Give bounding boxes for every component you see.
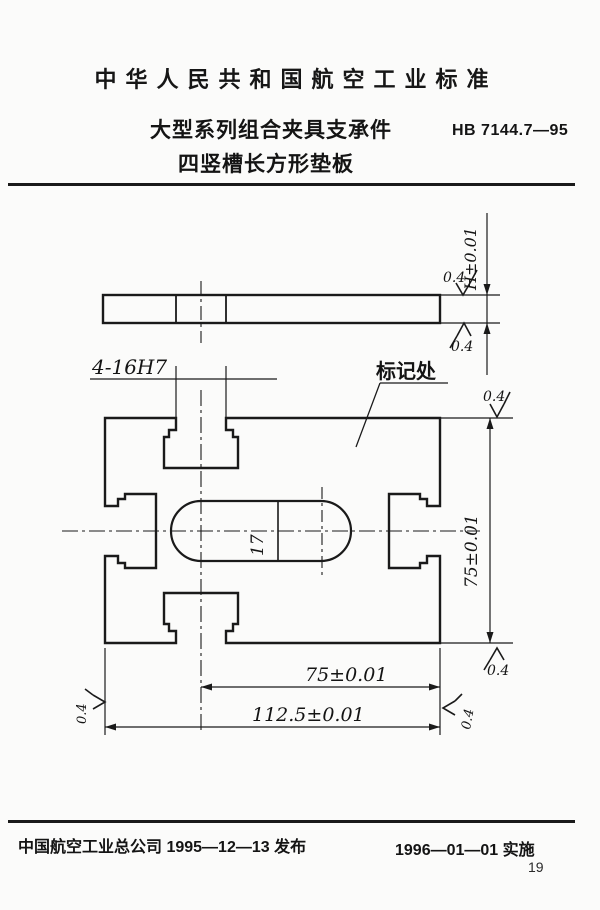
surface-finish-mark-front-bottom	[483, 646, 505, 671]
document-title-line2: 四竖槽长方形垫板	[178, 153, 354, 176]
roughness-value: 0.4	[451, 339, 473, 355]
roughness-value: 0.4	[443, 270, 465, 286]
surface-finish-mark-front-top	[489, 391, 511, 419]
document-title-line1: 大型系列组合夹具支承件	[150, 119, 392, 142]
height-dimension	[440, 417, 513, 644]
footer-divider	[8, 820, 575, 823]
height-dim-label: 75±0.01	[462, 514, 482, 588]
bottom-inner-dim-label: 75±0.01	[305, 664, 387, 686]
implementation-text: 1996—01—01 实施	[395, 842, 535, 859]
surface-finish-mark-bottom	[449, 321, 472, 349]
bottom-dimensions	[104, 648, 441, 735]
roughness-value: 0.4	[487, 663, 509, 679]
standard-title: 中华人民共和国航空工业标准	[94, 67, 498, 92]
front-view	[62, 390, 480, 733]
marking-note-label: 标记处	[376, 359, 437, 383]
page-number: 19	[528, 859, 544, 875]
roughness-value: 0.4	[75, 703, 90, 724]
hole-callout-lines	[90, 366, 277, 418]
hole-callout-label: 4-16H7	[91, 355, 167, 379]
bottom-outer-dim-label: 112.5±0.01	[252, 704, 365, 726]
dim-arrow	[483, 284, 491, 295]
dim-arrow	[483, 323, 491, 334]
capsule-width-label: 17	[248, 534, 268, 556]
roughness-value: 0.4	[483, 389, 505, 405]
header-divider	[8, 183, 575, 186]
thickness-dim-label: H±0.01	[461, 227, 480, 291]
surface-finish-mark-right	[441, 693, 463, 716]
standard-number: HB 7144.7—95	[452, 122, 569, 139]
central-slot	[169, 499, 353, 563]
side-view	[101, 213, 500, 375]
marking-note-leader	[355, 382, 448, 448]
roughness-value: 0.4	[459, 708, 477, 731]
issuer-text: 中国航空工业总公司 1995—12—13 发布	[18, 839, 307, 856]
surface-finish-mark-top	[455, 269, 478, 297]
